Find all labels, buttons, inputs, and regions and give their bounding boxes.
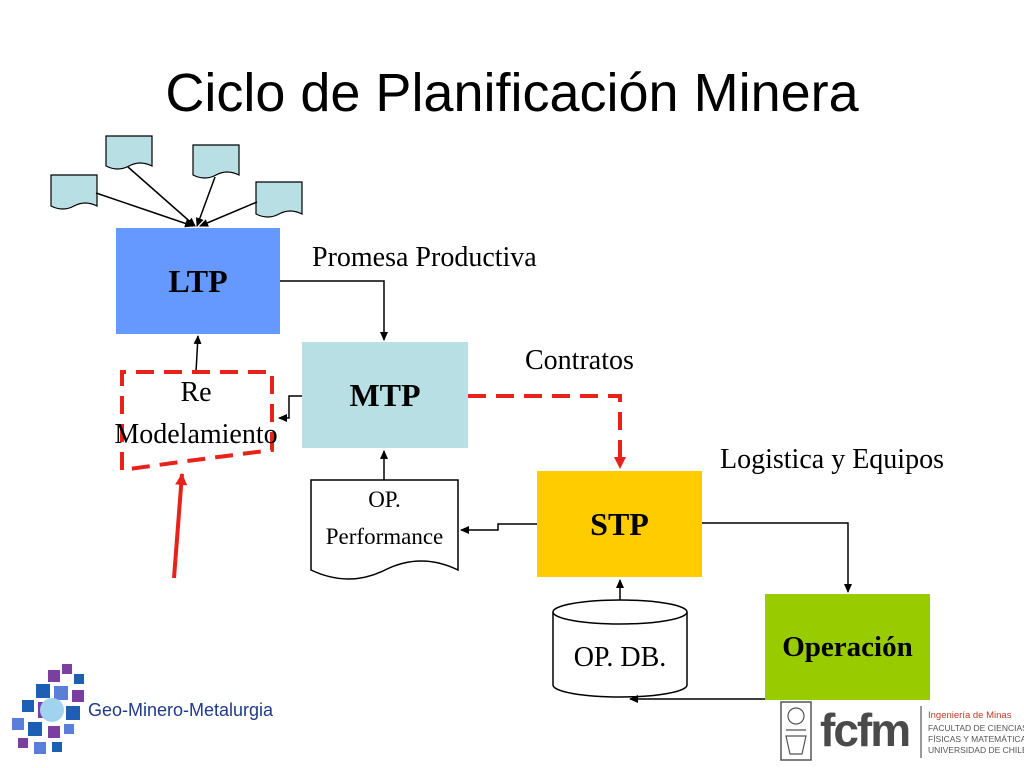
arrow-stp-to-operacion bbox=[702, 522, 852, 593]
universidad-seal-icon bbox=[780, 701, 812, 761]
op-db-label: OP. DB. bbox=[573, 642, 667, 673]
geo-minero-logo: Geo-Minero-Metalurgia bbox=[8, 660, 278, 760]
remodelamiento-dashed-outline bbox=[120, 370, 274, 473]
input-documents bbox=[50, 135, 303, 228]
edge-label-promesa: Promesa Productiva bbox=[312, 242, 537, 273]
op-performance-document bbox=[310, 479, 459, 580]
fcfm-line4: UNIVERSIDAD DE CHILE bbox=[928, 745, 1024, 755]
fcfm-line2: FACULTAD DE CIENCIAS bbox=[928, 723, 1024, 733]
stp-box: STP bbox=[537, 471, 702, 577]
arrow-mtp-to-stp-contratos bbox=[468, 394, 626, 469]
arrow-doc-to-ltp bbox=[196, 176, 216, 227]
stp-label: STP bbox=[590, 505, 649, 542]
edge-label-logistica: Logistica y Equipos bbox=[720, 444, 944, 475]
arrow-remodelamiento-to-ltp bbox=[193, 335, 202, 373]
slide-title: Ciclo de Planificación Minera bbox=[165, 63, 859, 123]
fcfm-line1: Ingeniería de Minas bbox=[928, 710, 1012, 721]
mtp-label: MTP bbox=[349, 376, 421, 413]
operacion-box: Operación bbox=[765, 594, 930, 700]
document-icon bbox=[255, 181, 303, 218]
fcfm-logo: fcfm Ingeniería de Minas FACULTAD DE CIE… bbox=[778, 700, 1024, 764]
mtp-box: MTP bbox=[302, 342, 468, 448]
operacion-label: Operación bbox=[782, 630, 913, 663]
fcfm-divider bbox=[920, 706, 922, 758]
document-icon bbox=[50, 174, 98, 210]
arrow-ltp-to-mtp bbox=[280, 280, 388, 341]
ltp-box: LTP bbox=[116, 228, 280, 334]
geo-minero-logo-text: Geo-Minero-Metalurgia bbox=[88, 700, 274, 720]
arrow-doc-to-ltp bbox=[95, 192, 194, 228]
document-icon bbox=[192, 144, 240, 179]
remodelamiento-line2: Modelamiento bbox=[114, 419, 278, 450]
op-db-cylinder bbox=[552, 599, 688, 698]
document-icon bbox=[105, 135, 153, 170]
op-performance-line2: Performance bbox=[325, 524, 444, 549]
arrow-doc-to-ltp bbox=[199, 201, 258, 227]
arrow-feedback-red bbox=[172, 473, 188, 579]
fcfm-wordmark: fcfm bbox=[820, 704, 911, 756]
arrow-doc-to-ltp bbox=[127, 166, 196, 227]
edge-label-contratos: Contratos bbox=[525, 345, 634, 376]
arrow-stp-to-performance bbox=[460, 523, 537, 534]
fcfm-line3: FÍSICAS Y MATEMÁTICAS bbox=[928, 734, 1024, 744]
ltp-label: LTP bbox=[168, 262, 228, 299]
geo-minero-logo-mark bbox=[12, 664, 84, 754]
remodelamiento-line1: Re bbox=[180, 377, 212, 408]
arrow-mtp-to-remodelamiento bbox=[278, 395, 302, 422]
op-performance-line1: OP. bbox=[368, 487, 401, 512]
